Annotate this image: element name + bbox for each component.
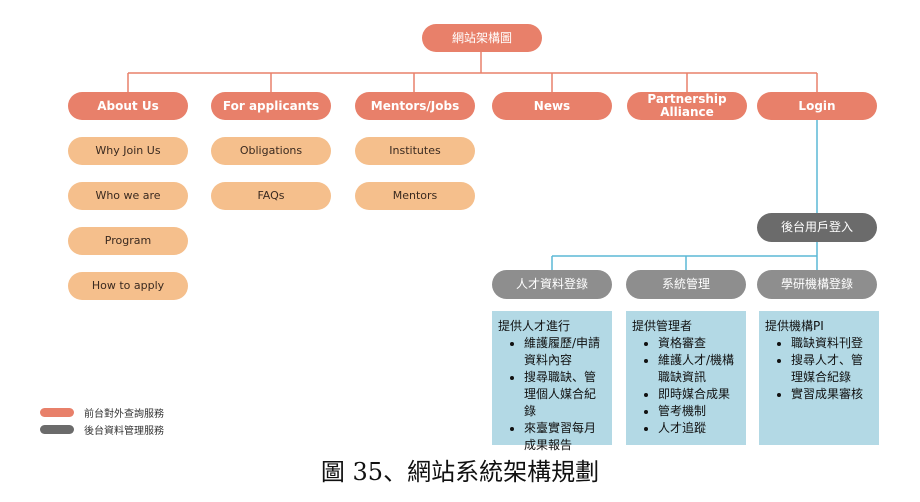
node-partnership-alliance[interactable]: Partnership Alliance <box>627 92 747 120</box>
list-item: 資格審查 <box>658 335 740 352</box>
list-item: 維護人才/機構職缺資訊 <box>658 352 740 386</box>
root-node: 網站架構圖 <box>422 24 542 52</box>
institute-box-title: 提供機構PI <box>765 319 824 333</box>
node-who-we-are[interactable]: Who we are <box>68 182 188 210</box>
node-about-us[interactable]: About Us <box>68 92 188 120</box>
node-system-management[interactable]: 系統管理 <box>626 270 746 299</box>
node-obligations[interactable]: Obligations <box>211 137 331 165</box>
list-item: 職缺資料刊登 <box>791 335 873 352</box>
legend-swatch-frontend <box>40 408 74 417</box>
legend-label-backend: 後台資料管理服務 <box>84 426 164 437</box>
node-mentors[interactable]: Mentors <box>355 182 475 210</box>
system-bullet-list: 資格審查 維護人才/機構職缺資訊 即時媒合成果 管考機制 人才追蹤 <box>632 335 740 437</box>
figure-caption: 圖 35、網站系統架構規劃 <box>320 458 600 486</box>
legend-label-frontend: 前台對外查詢服務 <box>84 409 164 420</box>
node-backend-login[interactable]: 後台用戶登入 <box>757 213 877 242</box>
system-box-title: 提供管理者 <box>632 319 693 333</box>
node-for-applicants[interactable]: For applicants <box>211 92 331 120</box>
node-login[interactable]: Login <box>757 92 877 120</box>
list-item: 維護履歷/申請資料內容 <box>524 335 606 369</box>
node-faqs[interactable]: FAQs <box>211 182 331 210</box>
node-institutes[interactable]: Institutes <box>355 137 475 165</box>
list-item: 搜尋人才、管理媒合紀錄 <box>791 352 873 386</box>
node-program[interactable]: Program <box>68 227 188 255</box>
talent-description-box: 提供人才進行 維護履歷/申請資料內容 搜尋職缺、管理個人媒合紀錄 來臺實習每月成… <box>492 311 612 452</box>
institute-bullet-list: 職缺資料刊登 搜尋人才、管理媒合紀錄 實習成果審核 <box>765 335 873 403</box>
list-item: 實習成果審核 <box>791 386 873 403</box>
node-institute-data-entry[interactable]: 學研機構登錄 <box>757 270 877 299</box>
node-news[interactable]: News <box>492 92 612 120</box>
talent-box-title: 提供人才進行 <box>498 319 571 333</box>
list-item: 來臺實習每月成果報告 <box>524 420 606 454</box>
node-why-join-us[interactable]: Why Join Us <box>68 137 188 165</box>
list-item: 人才追蹤 <box>658 420 740 437</box>
node-mentors-jobs[interactable]: Mentors/Jobs <box>355 92 475 120</box>
institute-description-box: 提供機構PI 職缺資料刊登 搜尋人才、管理媒合紀錄 實習成果審核 <box>759 311 879 445</box>
node-talent-data-entry[interactable]: 人才資料登錄 <box>492 270 612 299</box>
list-item: 搜尋職缺、管理個人媒合紀錄 <box>524 369 606 420</box>
list-item: 即時媒合成果 <box>658 386 740 403</box>
list-item: 管考機制 <box>658 403 740 420</box>
node-how-to-apply[interactable]: How to apply <box>68 272 188 300</box>
talent-bullet-list: 維護履歷/申請資料內容 搜尋職缺、管理個人媒合紀錄 來臺實習每月成果報告 <box>498 335 606 454</box>
system-description-box: 提供管理者 資格審查 維護人才/機構職缺資訊 即時媒合成果 管考機制 人才追蹤 <box>626 311 746 445</box>
legend-swatch-backend <box>40 425 74 434</box>
